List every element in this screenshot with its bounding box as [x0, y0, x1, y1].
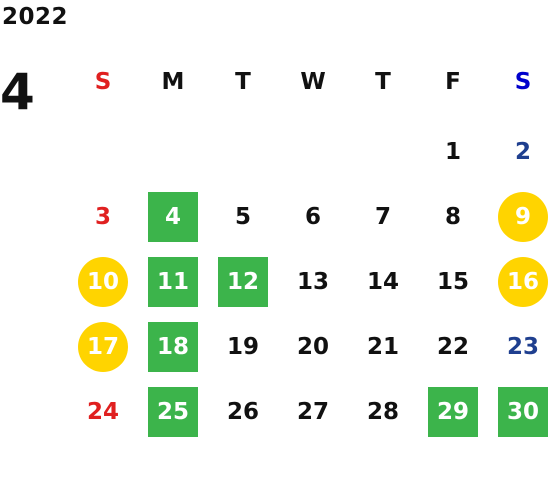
day-number: 15: [436, 268, 469, 295]
day-number: 7: [374, 203, 391, 230]
day-cell-friday[interactable]: 22: [418, 321, 488, 373]
day-number: 28: [366, 398, 399, 425]
day-cell-saturday[interactable]: 30: [488, 386, 548, 438]
day-cell-sunday[interactable]: 24: [68, 386, 138, 438]
day-cell-wednesday[interactable]: 6: [278, 191, 348, 243]
day-cell-saturday[interactable]: 23: [488, 321, 548, 373]
day-cell-wednesday[interactable]: 27: [278, 386, 348, 438]
day-number: 3: [94, 203, 111, 230]
day-cell-friday[interactable]: 15: [418, 256, 488, 308]
year-label: 2022: [2, 4, 69, 30]
day-cell-tuesday[interactable]: 19: [208, 321, 278, 373]
day-number: 11: [148, 257, 198, 307]
day-cell-friday[interactable]: 1: [418, 126, 488, 178]
day-cell-saturday[interactable]: 2: [488, 126, 548, 178]
day-cell-tuesday[interactable]: 5: [208, 191, 278, 243]
day-cell-friday[interactable]: 29: [418, 386, 488, 438]
day-number: 26: [226, 398, 259, 425]
day-number: 9: [498, 192, 548, 242]
weekday-thursday: T: [375, 69, 391, 95]
month-label: 4: [0, 63, 35, 121]
day-number: 2: [514, 138, 531, 165]
day-cell-sunday[interactable]: 10: [68, 256, 138, 308]
day-number: 5: [234, 203, 251, 230]
day-cell-sunday[interactable]: 17: [68, 321, 138, 373]
day-cell-thursday[interactable]: 21: [348, 321, 418, 373]
day-number: 23: [506, 333, 539, 360]
day-number: 12: [218, 257, 268, 307]
weekday-sunday: S: [94, 69, 112, 95]
day-number: 25: [148, 387, 198, 437]
day-number: 24: [86, 398, 119, 425]
day-number: 22: [436, 333, 469, 360]
day-cell-thursday[interactable]: 14: [348, 256, 418, 308]
day-cell-saturday[interactable]: 16: [488, 256, 548, 308]
day-number: 27: [296, 398, 329, 425]
day-number: 6: [304, 203, 321, 230]
day-number: 21: [366, 333, 399, 360]
day-cell-tuesday[interactable]: 26: [208, 386, 278, 438]
day-number: 13: [296, 268, 329, 295]
day-number: 1: [444, 138, 461, 165]
day-cell-monday[interactable]: 18: [138, 321, 208, 373]
weekday-saturday: S: [514, 69, 532, 95]
day-cell-wednesday[interactable]: 13: [278, 256, 348, 308]
day-cell-tuesday[interactable]: 12: [208, 256, 278, 308]
day-cell-monday[interactable]: 25: [138, 386, 208, 438]
weekday-wednesday: W: [300, 69, 326, 95]
day-cell-wednesday[interactable]: 20: [278, 321, 348, 373]
day-number: 14: [366, 268, 399, 295]
day-number: 30: [498, 387, 548, 437]
day-number: 20: [296, 333, 329, 360]
day-cell-saturday[interactable]: 9: [488, 191, 548, 243]
day-cell-monday[interactable]: 11: [138, 256, 208, 308]
day-cell-thursday[interactable]: 7: [348, 191, 418, 243]
day-number: 10: [78, 257, 128, 307]
day-number: 19: [226, 333, 259, 360]
weekday-friday: F: [445, 69, 461, 95]
weekday-header: S M T W T F S: [68, 62, 548, 102]
day-number: 16: [498, 257, 548, 307]
day-number: 17: [78, 322, 128, 372]
day-number: 4: [148, 192, 198, 242]
day-number: 18: [148, 322, 198, 372]
day-cell-sunday[interactable]: 3: [68, 191, 138, 243]
weekday-monday: M: [161, 69, 185, 95]
day-cell-thursday[interactable]: 28: [348, 386, 418, 438]
day-cell-friday[interactable]: 8: [418, 191, 488, 243]
day-number: 8: [444, 203, 461, 230]
weekday-tuesday: T: [235, 69, 251, 95]
day-number: 29: [428, 387, 478, 437]
day-cell-monday[interactable]: 4: [138, 191, 208, 243]
